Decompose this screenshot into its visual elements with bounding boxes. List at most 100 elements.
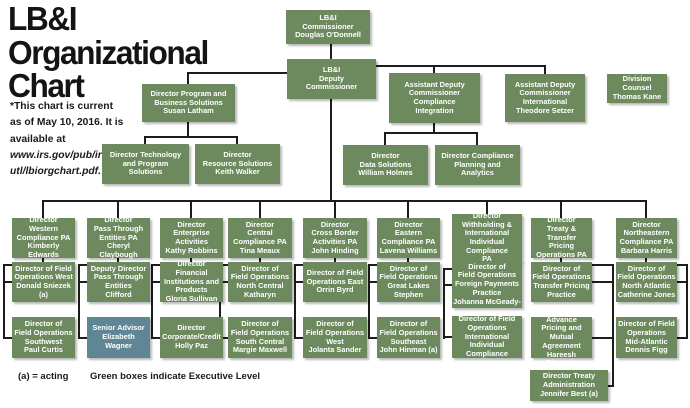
connector-line bbox=[144, 136, 238, 138]
connector-line bbox=[42, 200, 647, 202]
connector-line bbox=[294, 264, 296, 339]
connector-line bbox=[560, 258, 562, 264]
org-box-adc-international: Assistant Deputy Commissioner Internatio… bbox=[505, 74, 585, 122]
org-box-senior-advisor: Senior Advisor Elizabeth Wagner bbox=[87, 317, 150, 358]
org-box-field-ops-south-central: Director of Field Operations South Centr… bbox=[228, 317, 292, 358]
connector-line bbox=[187, 72, 287, 74]
org-box-field-ops-east: Director of Field Operations East Orrin … bbox=[303, 262, 367, 302]
connector-line bbox=[330, 99, 332, 202]
connector-line bbox=[219, 281, 228, 283]
connector-line bbox=[443, 284, 452, 286]
org-box-pass-through-entities: Director Pass Through Entities PA Cheryl… bbox=[87, 215, 150, 259]
connector-line bbox=[78, 264, 80, 339]
org-box-field-ops-west-sniezek: Director of Field Operations West Donald… bbox=[12, 262, 75, 302]
connector-line bbox=[151, 264, 153, 339]
org-box-eastern-compliance: Director Eastern Compliance PA Lavena Wi… bbox=[377, 218, 440, 258]
connector-line bbox=[686, 264, 688, 339]
org-box-field-ops-southwest: Director of Field Operations Southwest P… bbox=[12, 317, 75, 358]
page-title: LB&I Organizational Chart bbox=[8, 0, 209, 105]
connector-line bbox=[78, 281, 87, 283]
connector-line bbox=[117, 200, 119, 218]
org-box-withholding-international: Director Withholding & International Ind… bbox=[452, 211, 522, 263]
org-box-field-ops-intl-individual: Director of Field Operations Internation… bbox=[452, 314, 522, 358]
connector-line bbox=[259, 200, 261, 218]
org-box-field-ops-north-atlantic: Director of Field Operations North Atlan… bbox=[616, 262, 677, 302]
org-box-western-compliance: Director Western Compliance PA Kimberly … bbox=[12, 215, 75, 259]
org-box-central-compliance: Director Central Compliance PA Tina Meau… bbox=[228, 218, 292, 258]
org-box-field-ops-foreign-payments: Director of Field Operations Foreign Pay… bbox=[452, 261, 522, 308]
connector-line bbox=[376, 65, 546, 67]
connector-line bbox=[117, 258, 119, 264]
connector-line bbox=[259, 258, 261, 264]
org-box-field-ops-great-lakes: Director of Field Operations Great Lakes… bbox=[377, 262, 440, 302]
connector-line bbox=[190, 258, 192, 264]
connector-line bbox=[3, 281, 12, 283]
org-box-resource-solutions: Director Resource Solutions Keith Walker bbox=[195, 144, 280, 184]
connector-line bbox=[476, 132, 478, 145]
connector-line bbox=[544, 65, 546, 74]
org-box-financial-institutions: Director Financial Institutions and Prod… bbox=[160, 259, 223, 303]
connector-line bbox=[187, 72, 189, 84]
org-box-lbi-deputy-commissioner: LB&I Deputy Commissioner bbox=[287, 59, 376, 99]
connector-line bbox=[187, 122, 189, 137]
connector-line bbox=[42, 200, 44, 218]
connector-line bbox=[407, 258, 409, 264]
org-box-field-ops-north-central: Director of Field Operations North Centr… bbox=[228, 262, 292, 302]
connector-line bbox=[294, 281, 303, 283]
connector-line bbox=[334, 200, 336, 218]
org-box-data-solutions: Director Data Solutions William Holmes bbox=[343, 145, 428, 185]
org-box-field-ops-mid-atlantic: Director of Field Operations Mid-Atlanti… bbox=[616, 317, 677, 358]
connector-line bbox=[334, 258, 336, 264]
connector-line bbox=[368, 264, 370, 339]
connector-line bbox=[407, 200, 409, 218]
org-box-treaty-administration: Director Treaty Administration Jennifer … bbox=[530, 370, 608, 401]
connector-line bbox=[3, 264, 5, 339]
connector-line bbox=[443, 268, 445, 339]
connector-line bbox=[78, 337, 87, 339]
connector-line bbox=[645, 258, 647, 264]
connector-line bbox=[486, 200, 488, 214]
connector-line bbox=[608, 385, 614, 387]
connector-line bbox=[384, 132, 478, 134]
org-box-field-ops-transfer-pricing: Director of Field Operations Transfer Pr… bbox=[531, 262, 592, 302]
org-box-lbi-commissioner: LB&I Commissioner Douglas O'Donnell bbox=[286, 10, 370, 44]
availability-note: *This chart is current as of May 10, 201… bbox=[10, 99, 125, 180]
org-box-advance-pricing-mutual-agreement: Director Advance Pricing and Mutual Agre… bbox=[531, 306, 592, 367]
connector-line bbox=[368, 337, 377, 339]
org-box-technology-program-solutions: Director Technology and Program Solution… bbox=[102, 144, 189, 184]
legend-acting: (a) = acting bbox=[18, 371, 69, 382]
connector-line bbox=[151, 281, 160, 283]
org-box-northeastern-compliance: Director Northeastern Compliance PA Barb… bbox=[616, 218, 677, 258]
note-text: *This chart is current as of May 10, 201… bbox=[10, 101, 124, 145]
org-box-field-ops-west-sander: Director of Field Operations West Jolant… bbox=[303, 317, 367, 358]
org-box-compliance-planning-analytics: Director Compliance Planning and Analyti… bbox=[435, 145, 520, 185]
org-box-adc-compliance-integration: Assistant Deputy Commissioner Compliance… bbox=[389, 73, 480, 123]
connector-line bbox=[3, 337, 12, 339]
connector-line bbox=[677, 337, 686, 339]
org-box-cross-border-activities: Director Cross Border Activities PA John… bbox=[303, 218, 367, 258]
connector-line bbox=[151, 337, 160, 339]
org-box-deputy-pass-through: Deputy Director Pass Through Entities Cl… bbox=[87, 262, 150, 302]
connector-line bbox=[592, 281, 612, 283]
connector-line bbox=[433, 123, 435, 134]
connector-line bbox=[190, 200, 192, 218]
org-box-program-business-solutions: Director Program and Business Solutions … bbox=[142, 84, 235, 122]
org-box-division-counsel: Division Counsel Thomas Kane bbox=[607, 74, 667, 103]
connector-line bbox=[42, 258, 44, 264]
connector-line bbox=[294, 337, 303, 339]
legend-executive-level: Green boxes indicate Executive Level bbox=[90, 371, 261, 382]
connector-line bbox=[592, 337, 612, 339]
connector-line bbox=[144, 136, 146, 144]
org-box-corporate-credit: Director Corporate/Credit Holly Paz bbox=[160, 317, 223, 358]
note-url: www.irs.gov/pub/irs-utl/lbiorgchart.pdf. bbox=[10, 149, 111, 178]
connector-line bbox=[560, 200, 562, 218]
org-box-enterprise-activities: Director Enterprise Activities Kathy Rob… bbox=[160, 218, 223, 258]
connector-line bbox=[330, 44, 332, 59]
connector-line bbox=[645, 200, 647, 218]
connector-line bbox=[219, 337, 228, 339]
connector-line bbox=[443, 336, 452, 338]
connector-line bbox=[384, 132, 386, 145]
org-box-field-ops-southeast: Director of Field Operations Southeast J… bbox=[377, 317, 440, 358]
connector-line bbox=[433, 65, 435, 73]
